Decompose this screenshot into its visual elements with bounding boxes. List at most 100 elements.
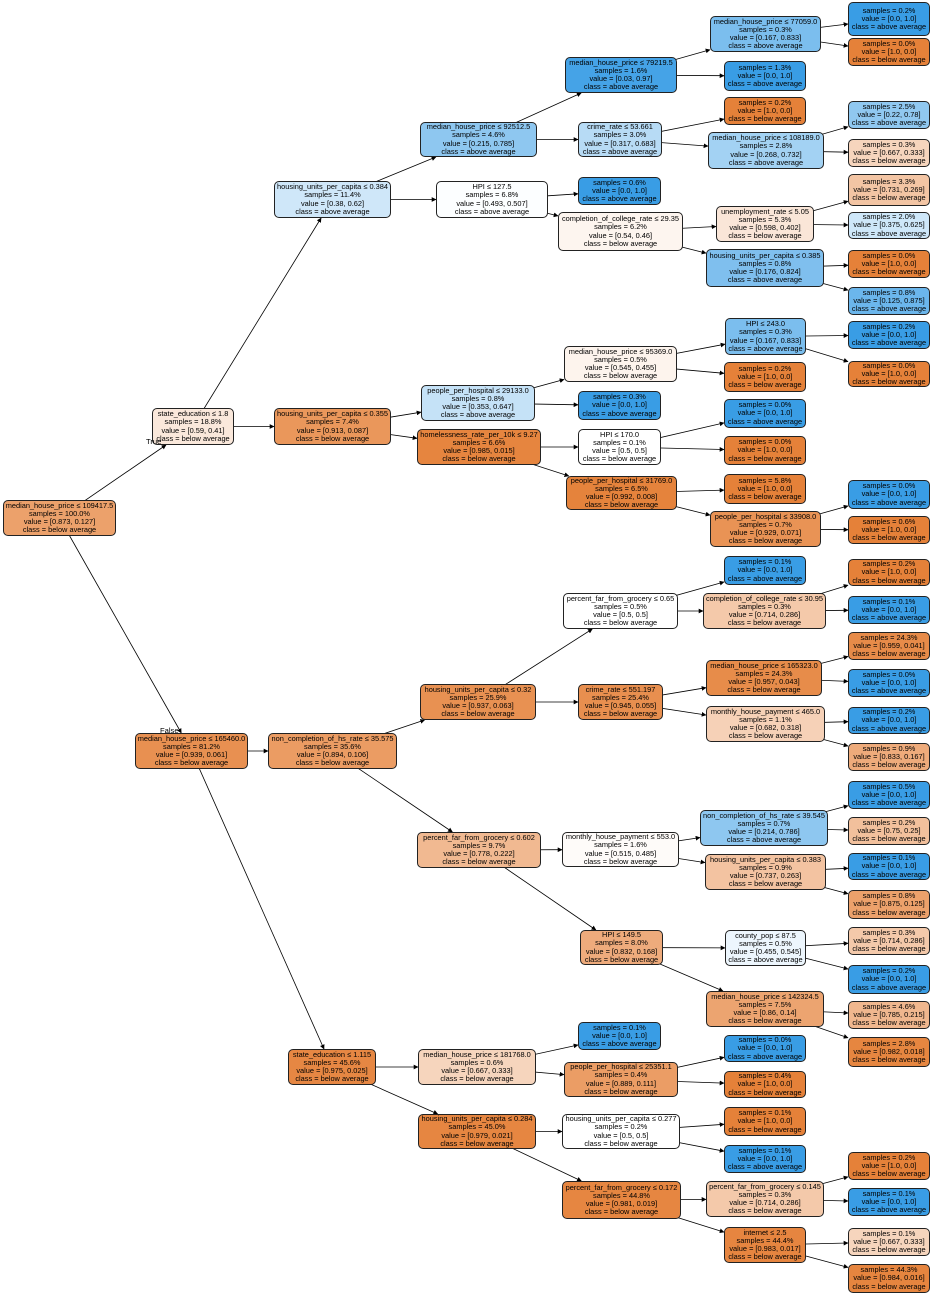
node-text-line: HPI ≤ 149.5 — [602, 930, 641, 940]
node-text-line: samples = 0.2% — [862, 966, 916, 976]
node-text-line: value = [1.0, 0.0] — [861, 567, 917, 577]
node-text-line: value = [1.0, 0.0] — [861, 46, 917, 56]
node-text-line: value = [0.317, 0.683] — [584, 138, 656, 148]
node-text-line: median_house_price ≤ 165323.0 — [710, 660, 818, 670]
node-text-line: crime_rate ≤ 53.661 — [587, 122, 653, 132]
node-text-line: samples = 6.8% — [465, 190, 519, 200]
node-text-line: class = below average — [728, 1124, 802, 1134]
node-text-line: value = [0.985, 0.015] — [443, 446, 515, 455]
tree-leaf-node: samples = 0.1%value = [0.0, 1.0]class = … — [724, 1145, 806, 1173]
tree-leaf-node: samples = 0.0%value = [0.0, 1.0]class = … — [848, 669, 930, 697]
node-text-line: value = [0.714, 0.286] — [729, 1198, 801, 1207]
node-text-line: class = above average — [727, 573, 803, 583]
node-text-line: value = [0.0, 1.0] — [592, 1030, 647, 1040]
node-text-line: value = [1.0, 0.0] — [737, 371, 793, 381]
node-text-line: value = [1.0, 0.0] — [861, 524, 917, 534]
tree-leaf-node: samples = 0.2%value = [1.0, 0.0]class = … — [724, 97, 806, 125]
node-text-line: class = above average — [851, 497, 927, 507]
tree-leaf-node: samples = 0.1%value = [0.0, 1.0]class = … — [848, 853, 930, 880]
node-text-line: samples = 0.0% — [862, 481, 916, 491]
node-text-line: value = [0.913, 0.087] — [296, 425, 369, 435]
tree-leaf-node: samples = 0.6%value = [1.0, 0.0]class = … — [848, 516, 930, 544]
node-text-line: percent_far_from_grocery ≤ 0.145 — [709, 1181, 821, 1191]
node-text-line: class = below average — [442, 454, 516, 464]
node-text-line: samples = 0.2% — [862, 5, 916, 15]
node-text-line: value = [0.0, 1.0] — [861, 1196, 917, 1206]
node-text-line: samples = 0.1% — [738, 557, 792, 567]
node-text-line: value = [0.833, 0.167] — [853, 751, 925, 761]
node-text-line: samples = 81.2% — [163, 741, 220, 751]
node-text-line: housing_units_per_capita ≤ 0.385 — [709, 250, 821, 260]
node-text-line: class = above average — [728, 157, 804, 167]
node-text-line: class = above average — [582, 1039, 657, 1049]
node-text-line: class = above average — [726, 835, 802, 845]
node-text-line: class = below average — [852, 267, 926, 277]
node-text-line: value = [0.937, 0.063] — [442, 701, 514, 710]
node-text-line: samples = 1.6% — [594, 840, 647, 850]
node-text-line: value = [0.731, 0.269] — [853, 184, 925, 194]
node-text-line: median_house_price ≤ 108189.0 — [712, 133, 820, 143]
node-text-line: value = [0.215, 0.785] — [442, 138, 515, 148]
node-text-line: samples = 2.5% — [862, 101, 916, 111]
node-text-line: samples = 0.8% — [862, 891, 916, 901]
node-text-line: value = [0.667, 0.333] — [441, 1066, 513, 1075]
tree-leaf-node: samples = 5.8%value = [1.0, 0.0]class = … — [724, 474, 806, 504]
node-text-line: samples = 9.7% — [452, 840, 506, 850]
node-text-line: housing_units_per_capita ≤ 0.277 — [565, 1114, 677, 1124]
tree-leaf-node: samples = 0.8%value = [0.875, 0.125]clas… — [848, 890, 930, 919]
node-text-line: median_house_price ≤ 142324.5 — [711, 991, 819, 1001]
node-text-line: value = [0.0, 1.0] — [861, 677, 917, 687]
node-text-line: samples = 0.5% — [739, 938, 792, 948]
node-text-line: value = [0.984, 0.016] — [853, 1273, 925, 1283]
node-text-line: samples = 6.5% — [595, 483, 648, 493]
node-text-line: samples = 35.6% — [304, 741, 361, 751]
node-text-line: homelessness_rate_per_10k ≤ 9.27 — [420, 429, 538, 439]
node-text-line: value = [1.0, 0.0] — [737, 483, 793, 493]
node-text-line: value = [0.982, 0.018] — [853, 1046, 925, 1056]
node-text-line: class = above average — [583, 82, 659, 92]
node-text-line: value = [0.5, 0.5] — [592, 446, 647, 455]
tree-leaf-node: samples = 0.2%value = [0.0, 1.0]class = … — [848, 2, 930, 36]
node-text-line: class = above average — [851, 686, 927, 696]
node-text-line: class = above average — [851, 22, 927, 32]
node-text-line: people_per_hospital ≤ 33908.0 — [714, 511, 817, 521]
node-text-line: class = below average — [22, 525, 97, 535]
tree-leaf-node: samples = 0.3%value = [0.0, 1.0]class = … — [578, 391, 661, 420]
node-text-line: samples = 0.8% — [738, 258, 792, 268]
node-text-line: class = above average — [728, 41, 803, 51]
tree-leaf-node: samples = 4.6%value = [0.785, 0.215]clas… — [848, 1001, 930, 1029]
node-text-line: samples = 6.2% — [594, 222, 647, 232]
node-text-line: samples = 0.6% — [593, 177, 646, 187]
node-text-line: value = [0.598, 0.402] — [729, 223, 801, 232]
node-text-line: class = below average — [852, 533, 926, 543]
node-text-line: value = [0.455, 0.545] — [729, 947, 802, 956]
tree-leaf-node: samples = 2.5%value = [0.22, 0.78]class … — [848, 101, 930, 129]
node-text-line: value = [0.515, 0.485] — [584, 848, 657, 858]
node-text-line: samples = 2.8% — [862, 1038, 916, 1048]
node-text-line: class = above average — [582, 408, 657, 418]
node-text-line: median_house_price ≤ 95369.0 — [568, 346, 673, 356]
node-text-line: class = below average — [728, 1206, 802, 1216]
node-text-line: class = above average — [851, 118, 927, 128]
tree-leaf-node: samples = 24.3%value = [0.959, 0.041]cla… — [848, 632, 930, 660]
node-text-line: class = above average — [727, 79, 803, 89]
node-text-line: value = [0.0, 1.0] — [861, 715, 917, 725]
tree-leaf-node: samples = 0.2%value = [1.0, 0.0]class = … — [848, 559, 930, 586]
node-text-line: class = above average — [728, 343, 803, 353]
node-text-line: value = [0.0, 1.0] — [861, 329, 917, 339]
edge-label-true: True — [146, 437, 162, 446]
node-text-line: housing_units_per_capita ≤ 0.355 — [277, 409, 388, 419]
node-text-line: samples = 0.1% — [862, 1228, 916, 1238]
node-text-line: HPI ≤ 127.5 — [472, 182, 512, 192]
